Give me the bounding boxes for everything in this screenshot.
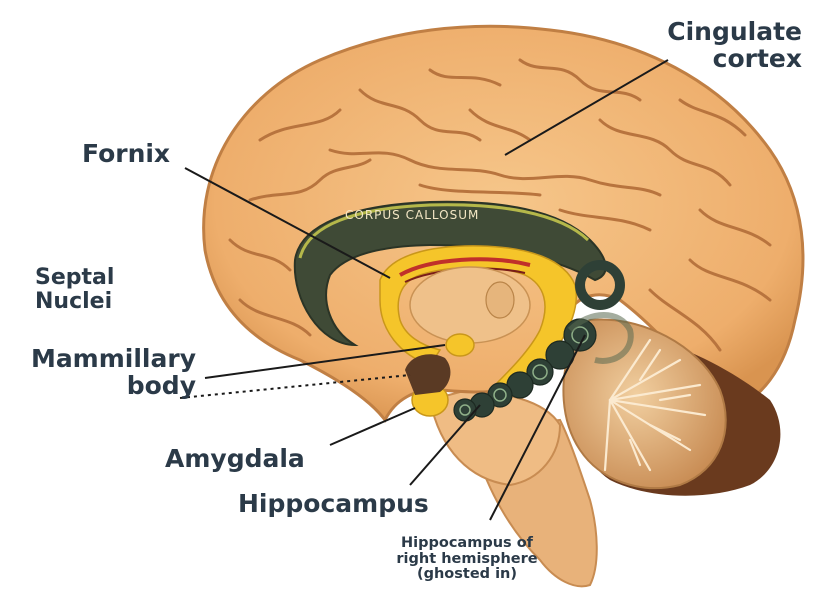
hippo-right-line2: right hemisphere	[362, 552, 572, 568]
mammillary-body	[446, 334, 474, 356]
mammillary-line1: Mammillary	[10, 345, 196, 372]
septal-line1: Septal	[35, 266, 114, 290]
hippo-right-line1: Hippocampus of	[362, 536, 572, 552]
leader-amygdala	[330, 408, 415, 445]
cingulate-line1: Cingulate	[662, 18, 802, 45]
hippocampus-right-label: Hippocampus of right hemisphere (ghosted…	[362, 536, 572, 583]
fornix-label: Fornix	[82, 140, 170, 167]
hippocampus-label: Hippocampus	[238, 490, 429, 517]
cingulate-cortex-label: Cingulate cortex	[662, 18, 802, 72]
corpus-callosum-label: CORPUS CALLOSUM	[345, 208, 479, 222]
mammillary-line2: body	[10, 372, 196, 399]
cingulate-line2: cortex	[662, 45, 802, 72]
septal-line2: Nuclei	[35, 290, 114, 314]
septal-area	[486, 282, 514, 318]
mammillary-body-label: Mammillary body	[10, 345, 196, 399]
hippo-right-line3: (ghosted in)	[362, 567, 572, 583]
amygdala-label: Amygdala	[165, 445, 305, 472]
septal-nuclei-label: Septal Nuclei	[35, 266, 114, 314]
